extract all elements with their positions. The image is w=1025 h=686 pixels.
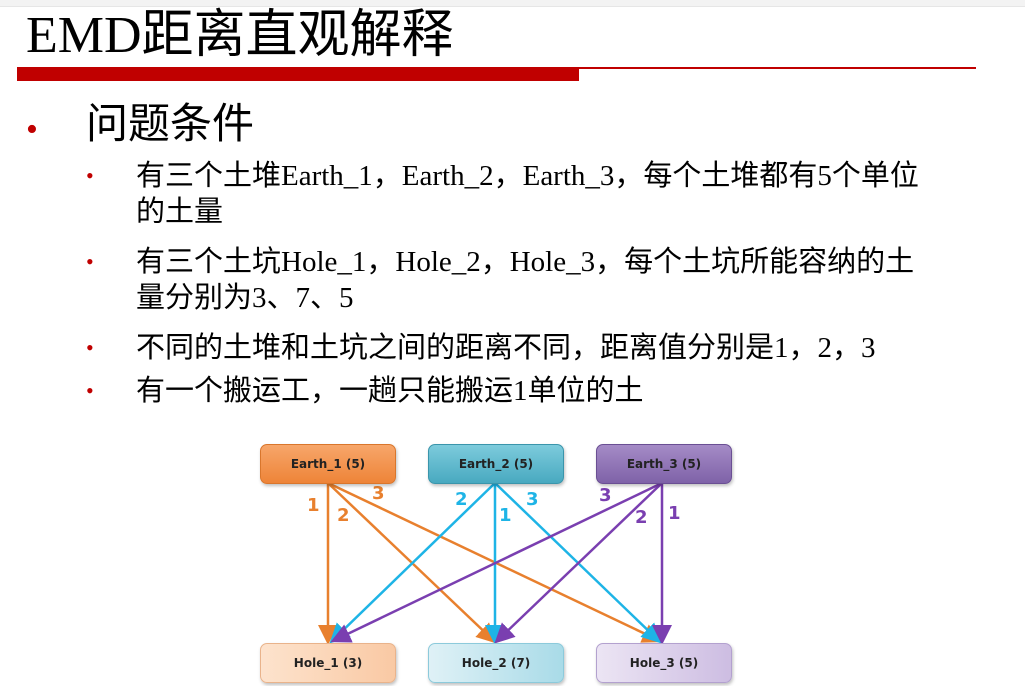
edge-weight: 3 [526,489,539,510]
section-heading: 问题条件 [86,102,255,148]
bullet-icon: • [86,335,94,360]
list-item-text: 有三个土坑Hole_1，Hole_2，Hole_3，每个土坑所能容纳的土 量分别… [136,246,915,314]
edge-weight: 1 [668,503,681,524]
edge-weight: 2 [337,505,350,526]
bullet-icon: • [26,111,38,148]
title-underline-thin [579,67,976,69]
top-strip [0,0,1025,7]
edge-weight: 1 [307,495,320,516]
bullet-icon: • [86,249,94,274]
list-item-text: 不同的土堆和土坑之间的距离不同，距离值分别是1，2，3 [136,332,876,364]
edge-weight: 2 [635,507,648,528]
hole-1-node: Hole_1 (3) [260,643,396,683]
earth-2-node: Earth_2 (5) [428,444,564,484]
emd-diagram: 1 2 3 2 1 3 3 2 1 Earth_1 (5) Earth_2 (5… [255,435,740,686]
earth-3-node: Earth_3 (5) [596,444,732,484]
edge-weight: 3 [372,483,385,504]
edge-weight: 2 [455,489,468,510]
bullet-icon: • [86,163,94,188]
list-item-text: 有三个土堆Earth_1，Earth_2，Earth_3，每个土堆都有5个单位 … [136,160,919,228]
edges-layer: 1 2 3 2 1 3 3 2 1 [307,481,681,645]
earth-1-node: Earth_1 (5) [260,444,396,484]
bullet-icon: • [86,378,94,403]
hole-3-node: Hole_3 (5) [596,643,732,683]
hole-2-node: Hole_2 (7) [428,643,564,683]
edge-weight: 3 [599,485,612,506]
list-item-text: 有一个搬运工，一趟只能搬运1单位的土 [136,375,644,407]
title-underline-thick [17,67,579,81]
edge-weight: 1 [499,505,512,526]
slide-title: EMD距离直观解释 [26,7,454,64]
